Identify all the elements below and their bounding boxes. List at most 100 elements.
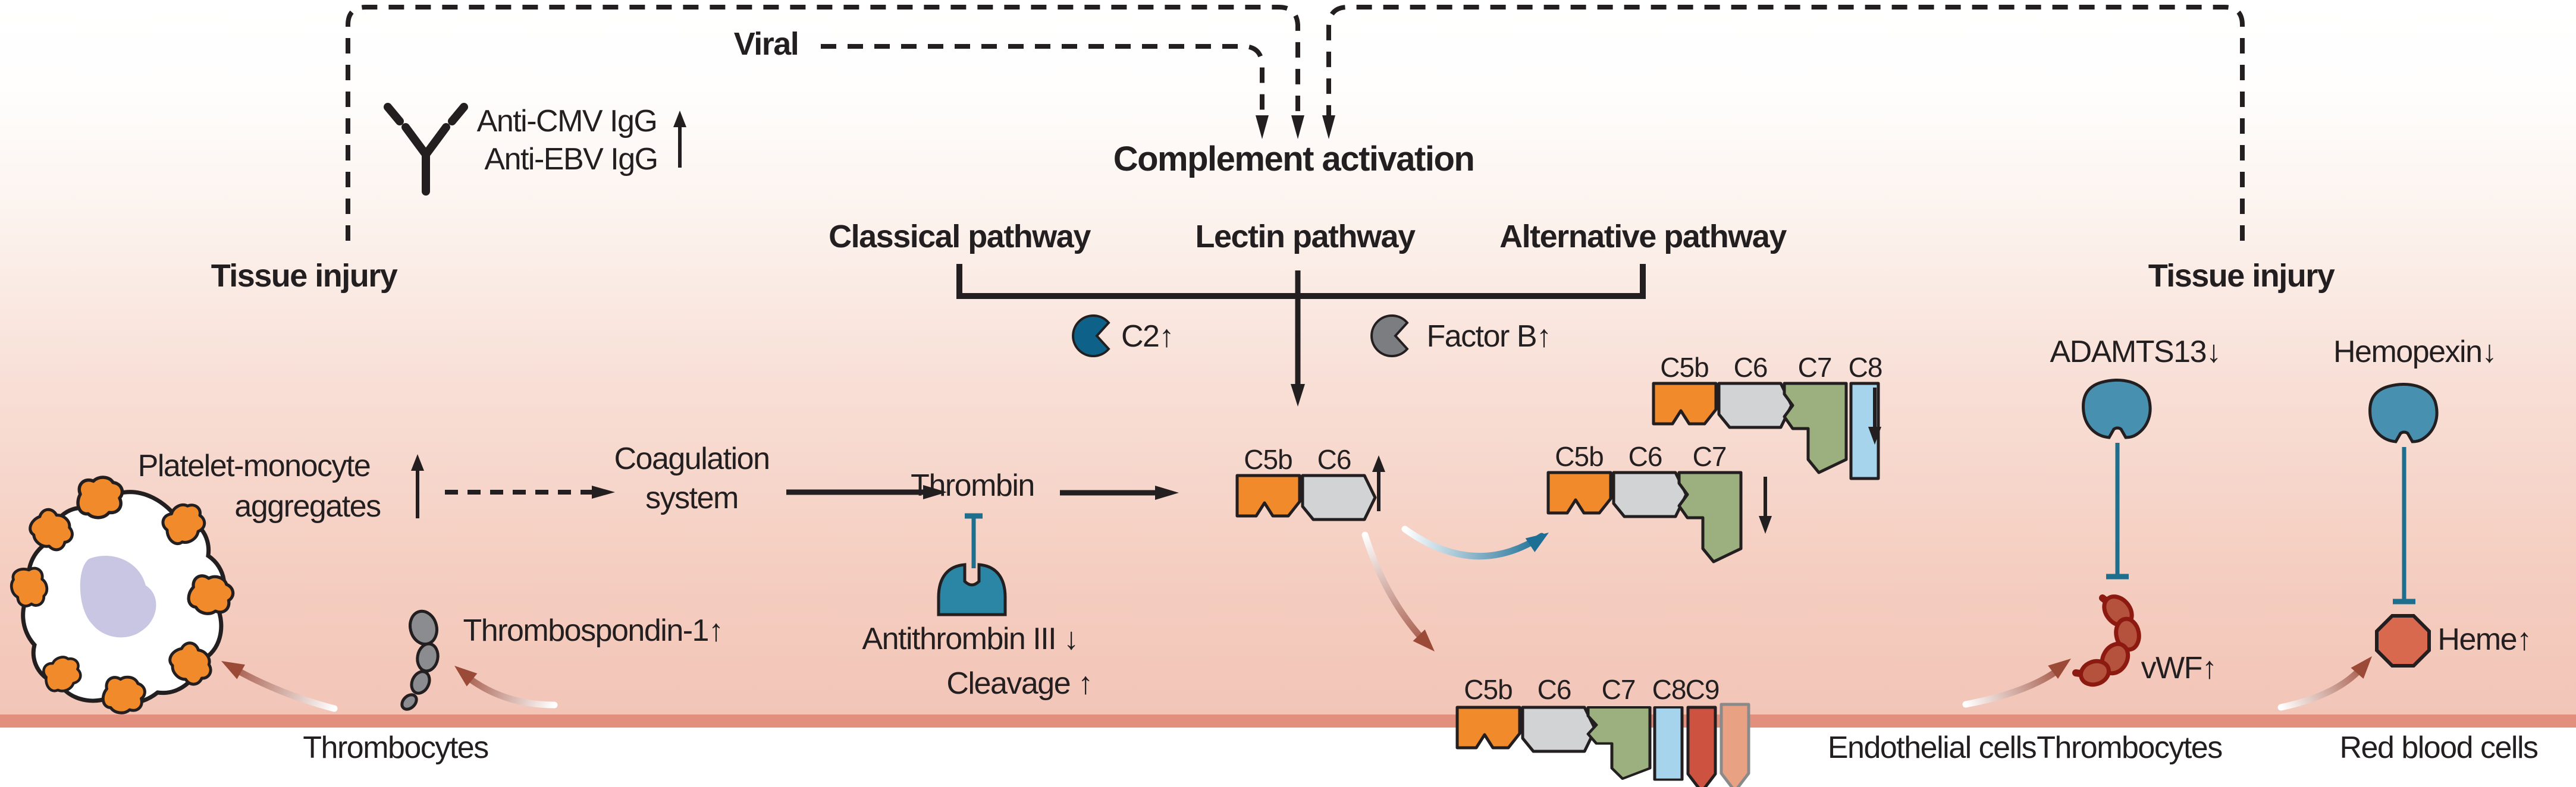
brown-arrow-to-membrane-complex [1361, 531, 1435, 651]
mac3-c7-label: C7 [1797, 352, 1833, 383]
thrombocytes-left-label: Thrombocytes [303, 731, 489, 765]
c8-shape [1655, 707, 1682, 780]
viral-label: Viral [733, 26, 799, 62]
mac3-down-arrow [1868, 388, 1881, 445]
c2-pacman-icon [1072, 314, 1110, 357]
tissue-injury-right-label: Tissue injury [2148, 258, 2335, 294]
lectin-pathway-label: Lectin pathway [1195, 219, 1416, 254]
mac2-c7-label: C7 [1692, 441, 1727, 472]
mac1-c5b-label: C5b [1244, 444, 1292, 475]
mac1-up-arrow [1372, 455, 1385, 511]
vwf-multimer-icon [2072, 594, 2141, 687]
viral-arrowhead [1256, 115, 1269, 139]
complement-activation-title: Complement activation [1113, 140, 1475, 178]
endothelial-cells-label: Endothelial cells [1827, 731, 2037, 765]
blue-curved-arrow [1401, 525, 1549, 560]
c6-shape [1719, 383, 1791, 427]
hemopexin-inhibition-line [2393, 447, 2415, 605]
alternative-pathway-label: Alternative pathway [1499, 219, 1787, 254]
c7-shape [1679, 473, 1741, 562]
classical-pathway-label: Classical pathway [829, 219, 1091, 254]
factor-b-pacman-icon [1370, 314, 1408, 357]
hemopexin-label: Hemopexin↓ [2333, 335, 2497, 369]
anti-ebv-label: Anti-EBV IgG [484, 142, 658, 177]
mac4-c6-label: C6 [1537, 674, 1572, 705]
mac2-c5b-label: C5b [1555, 441, 1604, 472]
loop-right-arrowhead [1322, 115, 1335, 139]
mac1-c6-label: C6 [1317, 444, 1352, 475]
aggregates-label-line1: Platelet-monocyte [137, 449, 371, 483]
viral-dashed-arrow [821, 44, 1265, 117]
c5b-shape [1548, 473, 1611, 513]
antithrombin-inhibition-tbar [965, 513, 983, 568]
mac2-c6-label: C6 [1628, 441, 1663, 472]
tissue-injury-loop-right [1326, 4, 2245, 241]
mac3-c6-label: C6 [1733, 352, 1768, 383]
heme-label: Heme↑ [2437, 622, 2532, 657]
c6-shape [1523, 707, 1595, 751]
thrombin-mac-arrow [1060, 486, 1179, 500]
c5b-shape [1653, 383, 1716, 424]
plasma-background [0, 0, 2576, 714]
complement-main-arrowhead [1291, 384, 1305, 407]
mac4-c7-label: C7 [1601, 674, 1636, 705]
brown-arrow-to-vwf [1962, 659, 2071, 708]
adamts13-icon [2084, 380, 2151, 437]
tissue-injury-loop-left [346, 4, 1300, 241]
c7-shape [1588, 707, 1650, 779]
adamts13-label: ADAMTS13↓ [2050, 335, 2222, 369]
mac-c5b9-membrane-complex [1457, 704, 1749, 787]
vwf-label: vWF↑ [2141, 651, 2217, 685]
coagulation-label-line1: Coagulation [614, 442, 770, 476]
aggregates-up-arrow [411, 454, 424, 518]
mac3-c5b-label: C5b [1660, 352, 1709, 383]
antithrombin-label: Antithrombin III ↓ [862, 622, 1079, 656]
hemopexin-icon [2370, 384, 2437, 442]
mac4-c8-label: C8 [1652, 674, 1687, 705]
mac-c5b6-complex [1237, 476, 1375, 520]
pathway-bracket [956, 264, 1646, 299]
mac2-down-arrow [1759, 477, 1772, 534]
red-blood-cells-label: Red blood cells [2339, 731, 2539, 765]
thrombospondin-label: Thrombospondin-1↑ [463, 613, 724, 648]
platelet-blob [78, 477, 122, 518]
monocyte-cell [9, 477, 237, 716]
loop-left-arrowhead [1291, 115, 1304, 139]
c5b-shape [1457, 707, 1520, 748]
tissue-injury-left-label: Tissue injury [211, 258, 398, 294]
c7-shape [1784, 383, 1846, 473]
mac4-c5b-label: C5b [1464, 674, 1513, 705]
c6-shape [1303, 476, 1375, 520]
thrombocytes-right-label: Thrombocytes [2037, 731, 2223, 765]
mac4-c9-label: C9 [1685, 674, 1720, 705]
anti-cmv-label: Anti-CMV IgG [476, 104, 658, 138]
adamts13-inhibition-line [2106, 443, 2129, 580]
c6-shape [1614, 473, 1686, 517]
cell-membrane-bar [0, 714, 2576, 728]
brown-arrow-to-monocyte [221, 661, 338, 712]
below-membrane-area [0, 728, 2576, 787]
monocyte-nucleus [80, 556, 156, 638]
c5b-shape [1237, 476, 1300, 516]
antibody-icon [384, 103, 468, 196]
heme-icon [2375, 614, 2431, 668]
thrombin-label: Thrombin [911, 468, 1035, 503]
brown-arrow-to-thrombospondin [454, 666, 558, 709]
c2-label: C2↑ [1121, 319, 1174, 354]
coagulation-thrombin-arrow [786, 485, 947, 499]
thrombospondin-icon [400, 609, 440, 711]
igg-up-arrow [673, 111, 686, 168]
coagulation-label-line2: system [645, 481, 739, 515]
factor-b-label: Factor B↑ [1426, 319, 1552, 354]
pore-bar-shape [1721, 704, 1749, 787]
cleavage-label: Cleavage ↑ [946, 666, 1093, 701]
aggregates-dashed-arrow [445, 486, 615, 499]
c9-shape [1688, 707, 1715, 787]
mac-c5b67-complex [1548, 473, 1741, 562]
brown-arrow-to-heme [2277, 656, 2372, 711]
mac-c5b678-complex [1653, 383, 1878, 479]
mac3-c8-label: C8 [1848, 352, 1883, 383]
aggregates-label-line2: aggregates [234, 489, 381, 524]
